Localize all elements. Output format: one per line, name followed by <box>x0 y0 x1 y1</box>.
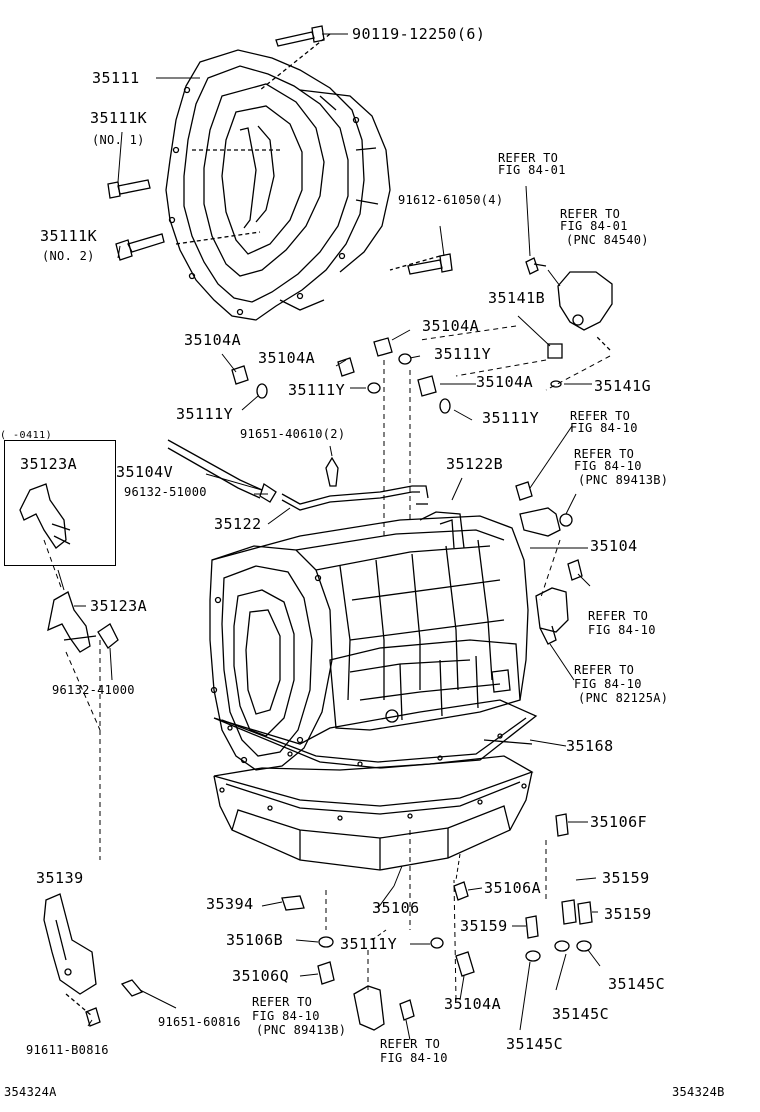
part-35159-right[interactable]: 35159 <box>604 905 652 923</box>
part-35106B[interactable]: 35106B <box>226 931 284 949</box>
speed-sensor-89413B <box>515 481 573 537</box>
refer-5-fig-link[interactable]: FIG 84-10 <box>588 623 656 637</box>
refer-2-fig-link[interactable]: FIG 84-01 <box>560 219 628 233</box>
refer-1-fig-link[interactable]: FIG 84-01 <box>498 163 566 177</box>
inset-box <box>4 440 116 566</box>
bolt-35111K-2 <box>115 233 165 261</box>
bolt-35111K-1 <box>107 179 151 199</box>
part-35106A[interactable]: 35106A <box>484 879 542 897</box>
transmission-case <box>209 511 538 771</box>
bell-housing <box>165 33 441 321</box>
part-35111[interactable]: 35111 <box>92 69 140 87</box>
plugs-orings <box>231 337 563 414</box>
part-35122B[interactable]: 35122B <box>446 455 504 473</box>
footer-code-right: 354324B <box>672 1085 725 1099</box>
part-35122[interactable]: 35122 <box>214 515 262 533</box>
part-91612-61050[interactable]: 91612-61050(4) <box>398 193 504 207</box>
refer-6-line-1: REFER TO <box>574 663 635 677</box>
part-96132-51000[interactable]: 96132-51000 <box>124 485 207 499</box>
refer-2-pnc: (PNC 84540) <box>566 233 649 247</box>
part-35111K-no2-note: (NO. 2) <box>42 249 95 263</box>
refer-8-line-1: REFER TO <box>380 1037 441 1051</box>
part-35141B[interactable]: 35141B <box>488 289 546 307</box>
part-35394[interactable]: 35394 <box>206 895 254 913</box>
refer-7-fig-link[interactable]: FIG 84-10 <box>252 1009 320 1023</box>
part-35104A-mid[interactable]: 35104A <box>258 349 316 367</box>
part-35145C-bottom[interactable]: 35145C <box>506 1035 564 1053</box>
refer-3-fig-link[interactable]: FIG 84-10 <box>570 421 638 435</box>
sensor-84540 <box>525 257 613 351</box>
dashed-assembly-lines <box>43 325 611 1001</box>
part-35141G[interactable]: 35141G <box>594 377 652 395</box>
refer-7-line-1: REFER TO <box>252 995 313 1009</box>
footer-code-left: 354324A <box>4 1085 57 1099</box>
bottom-small-parts <box>281 813 593 1031</box>
part-35104A-top[interactable]: 35104A <box>422 317 480 335</box>
part-35106F[interactable]: 35106F <box>590 813 648 831</box>
part-35106Q[interactable]: 35106Q <box>232 967 290 985</box>
part-35104A-left[interactable]: 35104A <box>184 331 242 349</box>
part-35111Y-left[interactable]: 35111Y <box>176 405 234 423</box>
part-35104A-bottom[interactable]: 35104A <box>444 995 502 1013</box>
part-91651-40610[interactable]: 91651-40610(2) <box>240 427 346 441</box>
part-90119-12250[interactable]: 90119-12250(6) <box>352 25 486 43</box>
bracket-35123A-inset-drawing <box>19 483 71 549</box>
part-35104[interactable]: 35104 <box>590 537 638 555</box>
bracket-35139 <box>43 893 144 1027</box>
part-35159-mid[interactable]: 35159 <box>460 917 508 935</box>
part-35159-top[interactable]: 35159 <box>602 869 650 887</box>
part-35104A-right[interactable]: 35104A <box>476 373 534 391</box>
part-35123A[interactable]: 35123A <box>90 597 148 615</box>
breather-hose <box>167 439 277 503</box>
oil-pan <box>213 755 534 871</box>
part-35139[interactable]: 35139 <box>36 869 84 887</box>
part-35111K-no1[interactable]: 35111K <box>90 109 148 127</box>
refer-4-pnc: (PNC 89413B) <box>578 473 669 487</box>
refer-4-fig-link[interactable]: FIG 84-10 <box>574 459 642 473</box>
part-35111Y-right[interactable]: 35111Y <box>482 409 540 427</box>
refer-6-fig-link[interactable]: FIG 84-10 <box>574 677 642 691</box>
refer-6-pnc: (PNC 82125A) <box>578 691 669 705</box>
part-35111Y-top[interactable]: 35111Y <box>434 345 492 363</box>
part-35106[interactable]: 35106 <box>372 899 420 917</box>
part-35104V[interactable]: 35104V <box>116 463 174 481</box>
refer-2-line-1: REFER TO <box>560 207 621 221</box>
refer-4-line-1: REFER TO <box>574 447 635 461</box>
inset-date-range: ( -0411) <box>0 430 53 441</box>
part-91611-B0816[interactable]: 91611-B0816 <box>26 1043 109 1057</box>
part-35145C-right[interactable]: 35145C <box>608 975 666 993</box>
refer-7-pnc: (PNC 89413B) <box>256 1023 347 1037</box>
part-35168[interactable]: 35168 <box>566 737 614 755</box>
part-96132-41000[interactable]: 96132-41000 <box>52 683 135 697</box>
part-35111K-no1-note: (NO. 1) <box>92 133 145 147</box>
part-35111Y-mid[interactable]: 35111Y <box>288 381 346 399</box>
leader-lines <box>57 33 601 1041</box>
refer-8-fig-link[interactable]: FIG 84-10 <box>380 1051 448 1065</box>
bolt-90119 <box>275 25 325 47</box>
tube-35122 <box>281 456 429 511</box>
bolt-91612 <box>407 253 453 275</box>
solenoid-82125A <box>535 559 583 645</box>
bracket-35123A <box>47 591 119 653</box>
part-35145C-mid[interactable]: 35145C <box>552 1005 610 1023</box>
part-91651-60816[interactable]: 91651-60816 <box>158 1015 241 1029</box>
refer-5-line-1: REFER TO <box>588 609 649 623</box>
part-35123A-inset[interactable]: 35123A <box>20 455 78 473</box>
refer-1-line-1: REFER TO <box>498 151 559 165</box>
refer-3-line-1: REFER TO <box>570 409 631 423</box>
part-35111Y-bottom[interactable]: 35111Y <box>340 935 398 953</box>
part-35111K-no2[interactable]: 35111K <box>40 227 98 245</box>
